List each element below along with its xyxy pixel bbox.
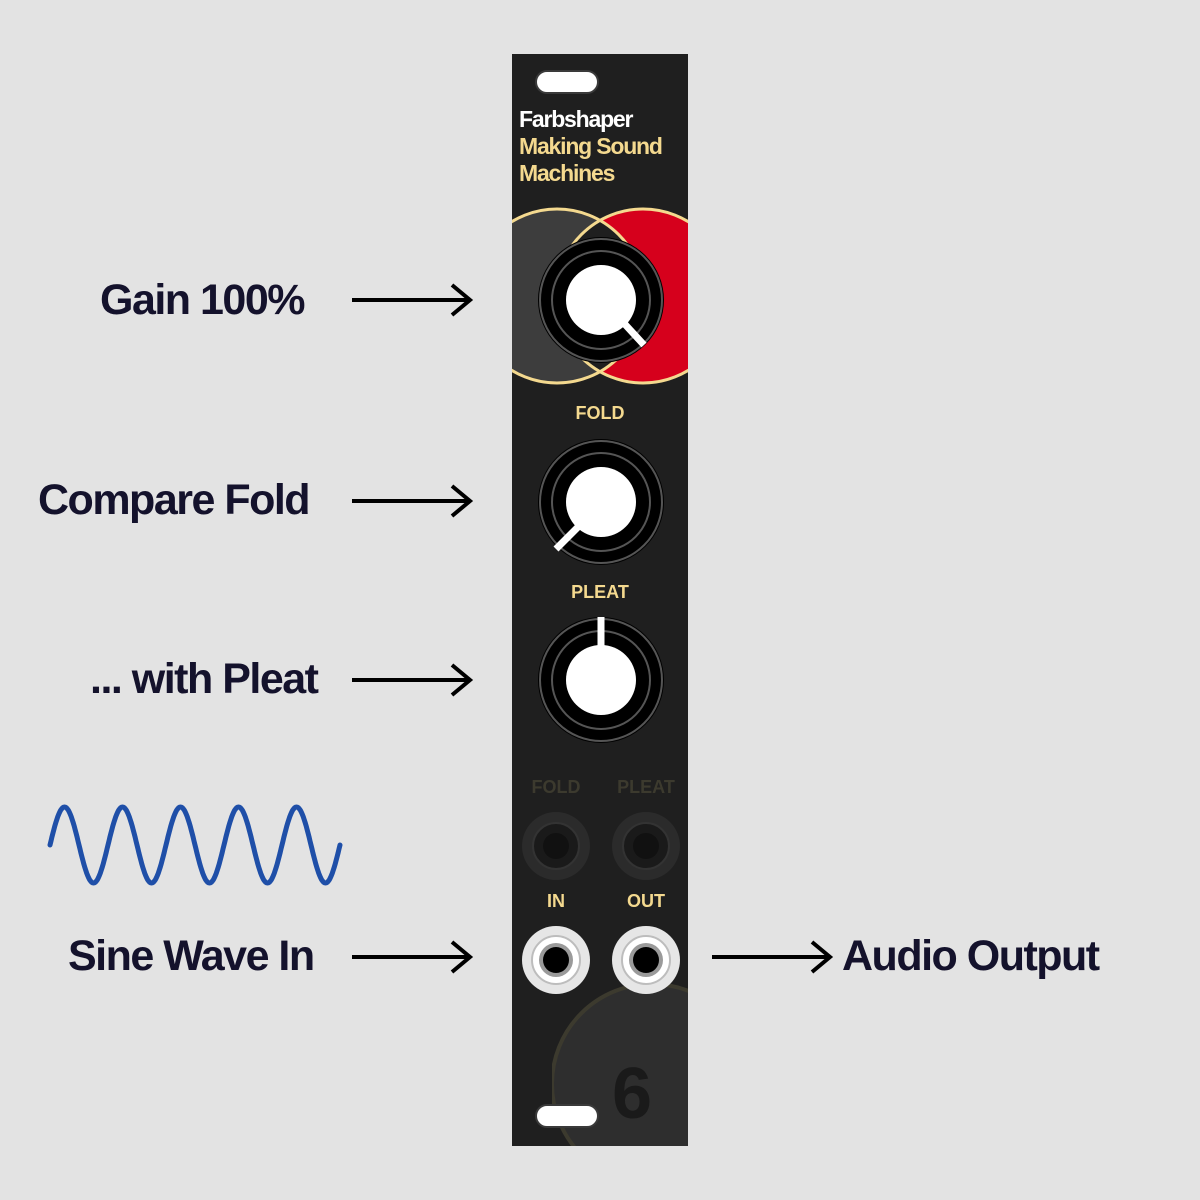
cv-fold-jack[interactable] xyxy=(520,810,592,882)
fold-annotation: Compare Fold xyxy=(38,475,309,525)
cv-pleat-label: PLEAT xyxy=(586,777,688,798)
pleat-label: PLEAT xyxy=(540,582,660,603)
fold-label: FOLD xyxy=(540,403,660,424)
module-panel: Farbshaper Making Sound Machines FOLD xyxy=(512,54,688,1146)
arrow-right-icon xyxy=(350,483,475,519)
audio-in-jack[interactable] xyxy=(520,924,592,996)
gain-knob[interactable] xyxy=(536,235,666,365)
input-annotation: Sine Wave In xyxy=(68,931,314,981)
sine-wave-icon xyxy=(40,795,350,895)
arrow-right-icon xyxy=(350,282,475,318)
cv-pleat-jack[interactable] xyxy=(610,810,682,882)
arrow-right-icon xyxy=(350,939,475,975)
mounting-slot-bottom xyxy=(535,1104,599,1128)
brand-name: Farbshaper xyxy=(519,106,662,133)
brand-tagline-2: Machines xyxy=(519,160,662,187)
brand-tagline-1: Making Sound xyxy=(519,133,662,160)
pleat-annotation: ... with Pleat xyxy=(90,654,318,704)
audio-out-jack[interactable] xyxy=(610,924,682,996)
arrow-right-icon xyxy=(350,662,475,698)
fold-knob[interactable] xyxy=(536,437,666,567)
mounting-slot-top xyxy=(535,70,599,94)
brand-text: Farbshaper Making Sound Machines xyxy=(519,106,662,187)
out-label: OUT xyxy=(586,891,688,912)
pleat-knob[interactable] xyxy=(536,615,666,745)
gain-annotation: Gain 100% xyxy=(100,275,304,325)
module-number: 6 xyxy=(612,1054,652,1134)
output-annotation: Audio Output xyxy=(842,931,1099,981)
arrow-right-icon xyxy=(710,939,835,975)
